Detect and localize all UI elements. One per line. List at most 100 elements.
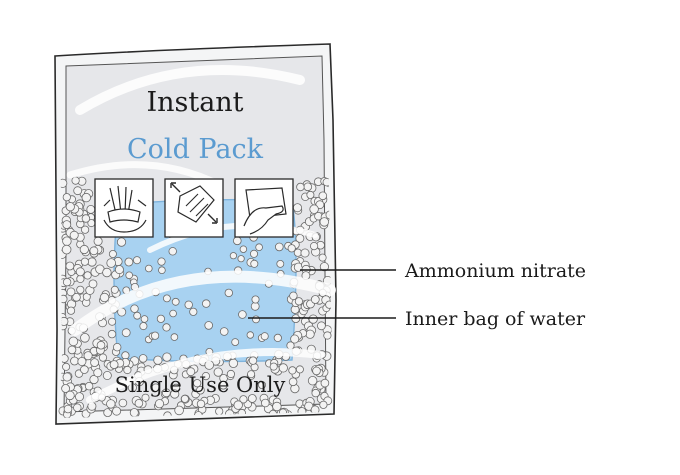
pellet xyxy=(114,265,124,275)
pellet xyxy=(81,214,91,223)
pellet xyxy=(112,406,122,416)
pellet xyxy=(312,366,321,376)
pellet xyxy=(125,271,133,280)
pellet xyxy=(73,403,82,412)
pellet xyxy=(103,408,113,418)
pellet xyxy=(318,253,327,262)
pellet xyxy=(89,374,99,385)
pellet xyxy=(80,257,90,266)
pellet xyxy=(252,315,260,324)
pellet xyxy=(269,362,278,371)
pellet xyxy=(61,244,72,255)
pellet xyxy=(276,259,285,268)
pellet xyxy=(260,332,269,341)
pellet xyxy=(108,317,117,326)
pellet xyxy=(204,321,214,330)
pellet xyxy=(76,285,85,294)
pellet xyxy=(65,202,75,212)
pellet xyxy=(288,377,298,387)
pellet xyxy=(121,351,130,360)
pellet xyxy=(308,314,318,324)
pellet xyxy=(102,370,112,380)
pellet xyxy=(124,257,134,267)
pellet xyxy=(287,244,296,253)
pellet xyxy=(62,193,71,202)
pellet xyxy=(231,338,240,347)
pellet xyxy=(247,370,256,379)
pellet xyxy=(219,380,228,390)
pellet xyxy=(158,266,166,275)
pellet xyxy=(310,295,320,304)
pellet xyxy=(153,355,163,365)
callout-inner-bag: Inner bag of water xyxy=(248,308,586,330)
pellet xyxy=(87,257,97,267)
pellet xyxy=(139,322,148,331)
pellet xyxy=(196,399,206,409)
pellet xyxy=(162,352,172,362)
pellet xyxy=(62,372,72,382)
pellet xyxy=(80,332,90,343)
pellet xyxy=(171,297,180,306)
label-ammonium-nitrate: Ammonium nitrate xyxy=(404,260,586,282)
pellet xyxy=(201,299,211,308)
rub-pack-icon xyxy=(164,178,224,238)
pellet xyxy=(319,217,330,227)
pellet xyxy=(170,333,179,341)
pellet xyxy=(248,356,258,365)
pellet xyxy=(215,407,224,416)
pellet xyxy=(306,190,315,199)
pellet xyxy=(255,243,263,252)
pellet xyxy=(161,388,171,398)
pellet xyxy=(151,383,160,392)
pellet xyxy=(63,404,73,414)
pellet xyxy=(134,398,144,408)
pellet xyxy=(108,249,117,258)
pellet xyxy=(145,264,153,273)
pellet xyxy=(319,262,329,272)
pellet xyxy=(309,242,319,251)
pack-subtitle: Cold Pack xyxy=(127,134,264,165)
pellet xyxy=(201,371,210,381)
pellet xyxy=(219,327,229,336)
pellet xyxy=(238,310,247,319)
pellet xyxy=(151,331,160,340)
pellet xyxy=(62,220,72,230)
pellet xyxy=(75,267,85,277)
label-inner-bag-of-water: Inner bag of water xyxy=(405,308,586,330)
pellet xyxy=(196,385,205,395)
pellet xyxy=(228,358,239,369)
pellet xyxy=(81,192,92,203)
pellet xyxy=(318,191,328,201)
pellet xyxy=(288,366,297,375)
pellet xyxy=(109,360,119,370)
pellet xyxy=(247,394,257,403)
pellet xyxy=(69,230,79,240)
pellet xyxy=(84,382,94,391)
pellet xyxy=(237,255,245,263)
pellet xyxy=(112,343,122,352)
pellet xyxy=(239,395,248,404)
pellet xyxy=(292,203,302,213)
pellet xyxy=(80,365,89,374)
pellet xyxy=(67,345,77,355)
pellet xyxy=(186,367,196,377)
pellet xyxy=(83,351,93,361)
pellet xyxy=(226,369,235,379)
pellet xyxy=(141,393,150,402)
pellet xyxy=(116,237,127,247)
pellet xyxy=(93,236,103,246)
callout-ammonium: Ammonium nitrate xyxy=(300,260,586,282)
pellet xyxy=(193,379,202,388)
squeeze-pack-icon xyxy=(94,178,154,238)
pellet xyxy=(319,400,328,409)
pellet xyxy=(156,314,165,323)
pellet xyxy=(107,329,117,339)
pellet xyxy=(246,331,254,339)
pellet xyxy=(77,356,87,366)
pellet xyxy=(89,246,99,256)
pellet xyxy=(251,295,260,304)
pellet xyxy=(66,306,76,315)
pack-footer: Single Use Only xyxy=(115,373,286,397)
pellet xyxy=(278,363,288,373)
pellet xyxy=(62,362,71,371)
